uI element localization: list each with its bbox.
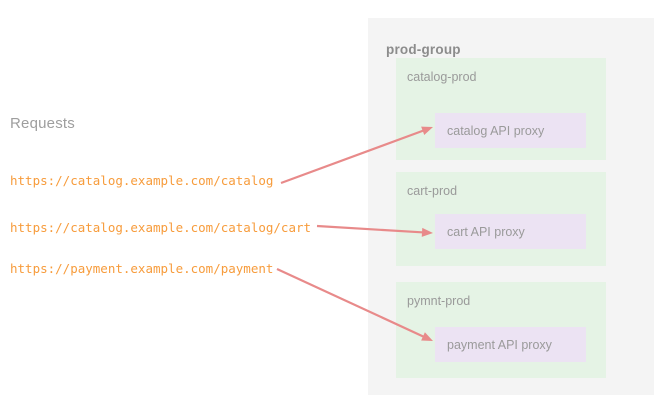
request-url-cart: https://catalog.example.com/catalog/cart <box>10 220 312 235</box>
request-url-payment: https://payment.example.com/payment <box>10 261 274 276</box>
env-group-catalog-prod: catalog-prod catalog API proxy <box>396 58 606 160</box>
env-group-title-cart-prod: cart-prod <box>407 184 458 198</box>
requests-heading: Requests <box>10 115 75 132</box>
prod-group-panel: prod-group catalog-prod catalog API prox… <box>368 18 654 395</box>
env-group-cart-prod: cart-prod cart API proxy <box>396 172 606 266</box>
prod-group-title: prod-group <box>386 42 461 57</box>
env-group-title-pymnt-prod: pymnt-prod <box>407 294 471 308</box>
env-group-pymnt-prod: pymnt-prod payment API proxy <box>396 282 606 378</box>
proxy-label-cart: cart API proxy <box>447 224 525 239</box>
request-url-catalog: https://catalog.example.com/catalog <box>10 173 274 188</box>
proxy-box-cart: cart API proxy <box>435 214 586 249</box>
proxy-label-catalog: catalog API proxy <box>447 123 545 138</box>
proxy-label-payment: payment API proxy <box>447 337 552 352</box>
env-group-title-catalog-prod: catalog-prod <box>407 70 477 84</box>
proxy-box-catalog: catalog API proxy <box>435 113 586 148</box>
proxy-box-payment: payment API proxy <box>435 327 586 362</box>
